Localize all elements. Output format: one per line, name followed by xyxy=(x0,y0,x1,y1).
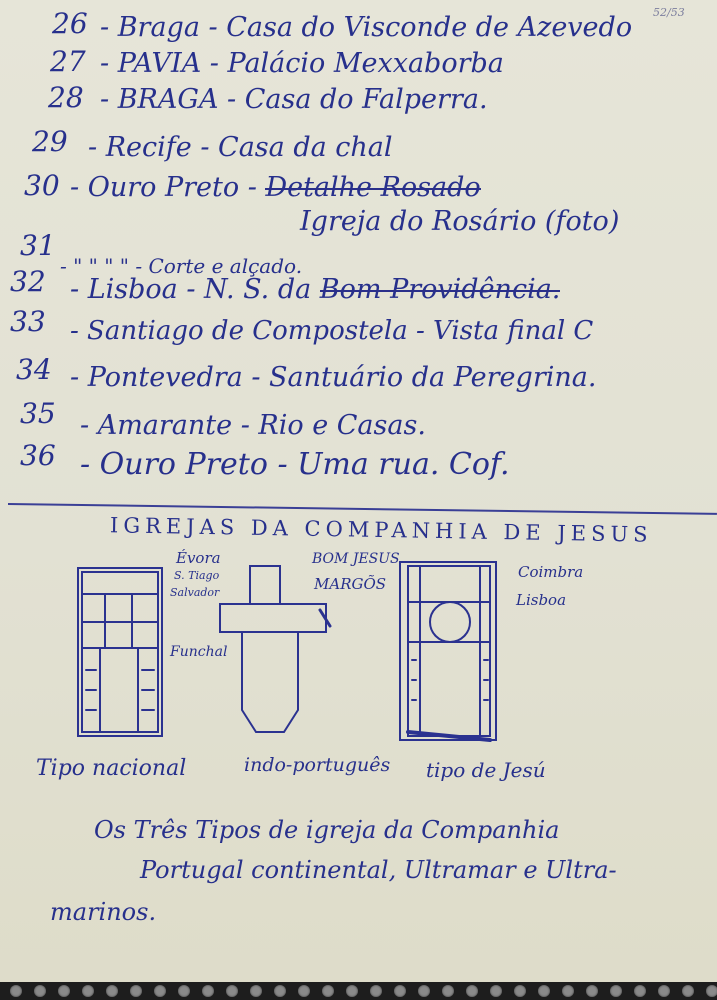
list-number: 31 xyxy=(20,229,56,262)
church-plan-sketches xyxy=(77,561,497,742)
binding-hole xyxy=(586,985,598,997)
binding-hole xyxy=(202,985,214,997)
binding-hole xyxy=(274,985,286,997)
binding-hole xyxy=(562,985,574,997)
binding-hole xyxy=(538,985,550,997)
list-item: - PAVIA - Palácio Mexxaborba xyxy=(100,48,504,79)
binding-hole xyxy=(682,985,694,997)
list-number: 34 xyxy=(16,353,52,386)
list-number: 32 xyxy=(10,265,46,298)
binding-hole xyxy=(610,985,622,997)
binding-hole xyxy=(106,985,118,997)
list-item-continuation: Igreja do Rosário (foto) xyxy=(300,206,620,237)
list-item: - Braga - Casa do Visconde de Azevedo xyxy=(100,12,633,43)
binding-hole xyxy=(514,985,526,997)
caption-indo-portugues: indo-português xyxy=(244,754,391,776)
binding-hole xyxy=(658,985,670,997)
binding-hole xyxy=(346,985,358,997)
note-line: Os Três Tipos de igreja da Companhia xyxy=(94,816,560,844)
plan-tipo-jesu xyxy=(399,561,497,742)
binding-hole xyxy=(34,985,46,997)
binding-hole xyxy=(10,985,22,997)
list-number: 27 xyxy=(50,45,86,78)
list-item: - BRAGA - Casa do Falperra. xyxy=(100,84,488,115)
list-number: 36 xyxy=(20,439,56,472)
sketch-label-evora-sub: S. Tiago xyxy=(174,569,220,582)
list-number: 26 xyxy=(52,7,88,40)
binding-hole xyxy=(250,985,262,997)
caption-tipo-jesu: tipo de Jesú xyxy=(426,758,546,782)
list-item: - Lisboa - N. S. da Bom Providência. xyxy=(70,276,560,303)
binding-hole xyxy=(82,985,94,997)
note-line: Portugal continental, Ultramar e Ultra- xyxy=(140,856,617,884)
list-item: - Santiago de Compostela - Vista final C xyxy=(70,316,594,346)
binding-hole xyxy=(634,985,646,997)
sketch-label-bom-jesus: BOM JESUS xyxy=(312,551,400,567)
binding-hole xyxy=(466,985,478,997)
list-item: - Pontevedra - Santuário da Peregrina. xyxy=(70,362,597,393)
list-number: 30 xyxy=(24,169,60,202)
list-item: - " " " " - Corte e alçado. xyxy=(60,254,303,278)
list-item-text: - Ouro Preto - xyxy=(70,172,257,203)
sketch-label-evora-sub: Salvador xyxy=(170,586,220,599)
binding-hole xyxy=(58,985,70,997)
list-item: - Ouro Preto - Detalhe Rosado xyxy=(70,174,481,201)
sketch-label-coimbra: Coimbra xyxy=(518,563,584,581)
binding-hole xyxy=(706,985,717,997)
sketch-label-funchal: Funchal xyxy=(170,644,228,660)
binding-hole xyxy=(130,985,142,997)
binding-hole xyxy=(154,985,166,997)
binding-hole xyxy=(178,985,190,997)
list-number: 29 xyxy=(32,125,68,158)
binding-hole xyxy=(322,985,334,997)
page-reference: 52/53 xyxy=(653,6,685,19)
struck-text: Bom Providência. xyxy=(319,274,561,305)
list-item-text: - Lisboa - N. S. da xyxy=(70,274,312,305)
binding-hole xyxy=(442,985,454,997)
plan-indo-portugues xyxy=(219,565,332,733)
list-item: - Recife - Casa da chal xyxy=(88,132,393,163)
binding-hole xyxy=(226,985,238,997)
list-number: 35 xyxy=(20,397,56,430)
sketch-label-lisboa: Lisboa xyxy=(516,591,567,609)
sketch-label-evora: Évora xyxy=(176,549,221,567)
list-number: 28 xyxy=(48,81,84,114)
list-item: - Amarante - Rio e Casas. xyxy=(80,410,426,441)
binding-hole xyxy=(394,985,406,997)
binding-hole xyxy=(298,985,310,997)
spiral-binding xyxy=(0,982,717,1000)
plan-tipo-nacional xyxy=(77,567,163,737)
list-item: - Ouro Preto - Uma rua. Cof. xyxy=(80,447,510,482)
binding-hole xyxy=(370,985,382,997)
sketch-label-margos: MARGÕS xyxy=(314,575,387,593)
binding-hole xyxy=(490,985,502,997)
binding-hole xyxy=(418,985,430,997)
caption-tipo-nacional: Tipo nacional xyxy=(36,756,187,781)
note-line: marinos. xyxy=(50,898,157,926)
struck-text: Detalhe Rosado xyxy=(265,172,481,203)
list-number: 33 xyxy=(10,305,46,338)
